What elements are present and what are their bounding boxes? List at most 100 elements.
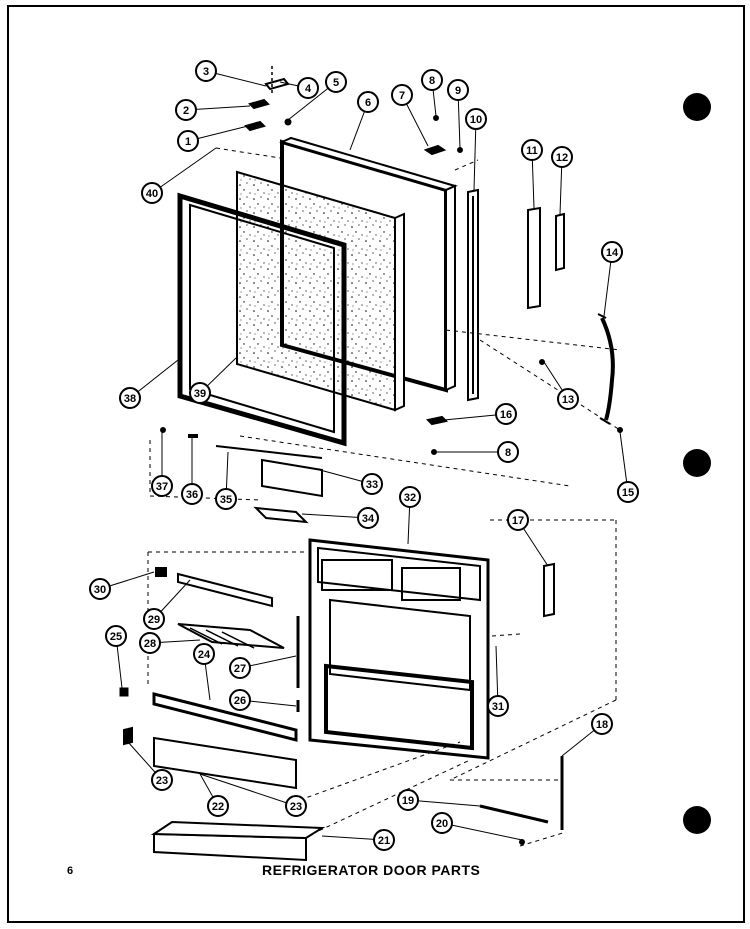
- callout-circle: [421, 69, 443, 91]
- door-bottom-small-parts: [149, 427, 571, 524]
- callout-12: 12: [551, 146, 573, 215]
- callout-circle: [373, 829, 395, 851]
- callout-38: 38: [119, 359, 179, 409]
- callout-circle: [397, 789, 419, 811]
- callout-circle: [447, 79, 469, 101]
- callout-label: 26: [234, 695, 246, 707]
- callout-leader: [407, 799, 481, 807]
- callout-circle: [181, 483, 203, 505]
- callout-15: 15: [617, 431, 639, 503]
- callout-label: 14: [606, 247, 619, 259]
- callout-circle: [521, 139, 543, 161]
- callout-circle: [497, 441, 519, 463]
- callout-circle: [391, 84, 413, 106]
- page-number: 6: [67, 865, 74, 877]
- callout-label: 7: [399, 90, 405, 102]
- callout-20: 20: [431, 812, 523, 841]
- callout-23: 23: [127, 741, 173, 791]
- callout-leader: [151, 147, 217, 194]
- callout-37: 37: [151, 432, 173, 497]
- callout-label: 32: [404, 492, 416, 504]
- callout-circle: [175, 99, 197, 121]
- callout-36: 36: [181, 438, 203, 505]
- callout-leader: [301, 513, 369, 519]
- callout-leader: [199, 773, 297, 807]
- callout-23: 23: [199, 773, 307, 817]
- callout-label: 22: [212, 801, 224, 813]
- callout-circle: [143, 608, 165, 630]
- callout-33: 33: [319, 469, 383, 495]
- callout-27: 27: [229, 655, 297, 679]
- callout-circle: [325, 71, 347, 93]
- callout-7: 7: [391, 84, 429, 147]
- callout-28: 28: [139, 632, 201, 654]
- callout-label: 18: [596, 719, 608, 731]
- callout-label: 5: [333, 77, 339, 89]
- callout-label: 19: [402, 795, 414, 807]
- callout-leader: [441, 822, 523, 841]
- callout-circle: [151, 769, 173, 791]
- callout-13: 13: [543, 361, 579, 410]
- callout-31: 31: [487, 645, 509, 717]
- callout-circle: [601, 241, 623, 263]
- callout-circle: [189, 382, 211, 404]
- callout-label: 40: [146, 188, 158, 200]
- callout-circle: [89, 578, 111, 600]
- callout-24: 24: [193, 643, 215, 701]
- callout-3: 3: [195, 60, 267, 87]
- callout-circle: [229, 689, 251, 711]
- callout-label: 30: [94, 584, 106, 596]
- callout-label: 17: [512, 515, 524, 527]
- callout-circle: [195, 60, 217, 82]
- callout-circle: [139, 632, 161, 654]
- callout-circle: [141, 182, 163, 204]
- callout-5: 5: [287, 71, 347, 121]
- binding-hole-bottom: [683, 806, 711, 834]
- callout-18: 18: [561, 713, 613, 757]
- callout-label: 1: [185, 136, 191, 148]
- callout-30: 30: [89, 571, 155, 600]
- binding-hole-middle: [683, 449, 711, 477]
- callout-40: 40: [141, 147, 217, 204]
- callout-label: 3: [203, 66, 209, 78]
- callout-label: 8: [505, 447, 511, 459]
- callout-label: 24: [198, 649, 211, 661]
- callout-21: 21: [321, 829, 395, 851]
- callout-circle: [119, 387, 141, 409]
- callout-circle: [193, 643, 215, 665]
- callout-11: 11: [521, 139, 543, 209]
- callout-label: 12: [556, 152, 568, 164]
- callout-label: 37: [156, 481, 168, 493]
- upper-door-assembly: [177, 66, 623, 455]
- callout-circle: [495, 403, 517, 425]
- page-border: [7, 5, 745, 923]
- callout-10: 10: [465, 108, 487, 191]
- callout-circle: [151, 475, 173, 497]
- callout-16: 16: [443, 403, 517, 425]
- callout-4: 4: [279, 77, 319, 99]
- callout-22: 22: [199, 773, 229, 817]
- callout-29: 29: [143, 579, 191, 630]
- callout-label: 31: [492, 701, 504, 713]
- callout-circle: [617, 481, 639, 503]
- callout-circle: [285, 795, 307, 817]
- callout-circle: [431, 812, 453, 834]
- lower-door-assembly: [119, 519, 617, 862]
- callout-label: 10: [470, 114, 482, 126]
- callout-label: 28: [144, 638, 156, 650]
- callout-circle: [105, 625, 127, 647]
- callout-6: 6: [349, 91, 379, 151]
- callout-19: 19: [397, 789, 481, 811]
- callout-label: 2: [183, 105, 189, 117]
- callout-circle: [177, 130, 199, 152]
- callout-25: 25: [105, 625, 127, 689]
- callout-label: 20: [436, 818, 448, 830]
- callout-circle: [487, 695, 509, 717]
- callout-label: 6: [365, 97, 371, 109]
- callout-label: 8: [429, 75, 435, 87]
- callout-circle: [399, 486, 421, 508]
- callout-label: 29: [148, 614, 160, 626]
- callout-26: 26: [229, 689, 297, 711]
- callout-leader: [473, 118, 477, 191]
- callout-label: 23: [290, 801, 302, 813]
